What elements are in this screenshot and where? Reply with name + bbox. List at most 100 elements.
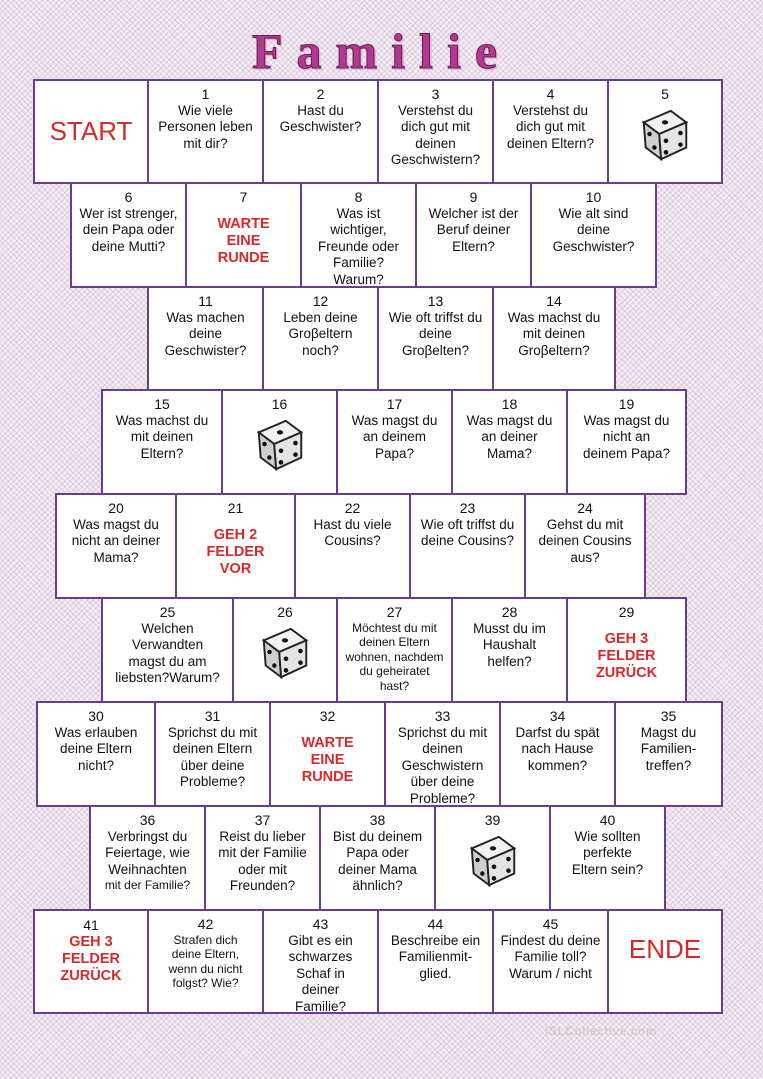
field-11: 11 Was machen deine Geschwister?: [147, 286, 264, 391]
field-25: 25 Welchen Verwandten magst du am liebst…: [101, 597, 234, 703]
field-question: Verbringst du Feiertage, wie Weihnachten: [105, 828, 190, 877]
field-13: 13 Wie oft triffst du deine Groβelten?: [377, 286, 494, 391]
end-field: ENDE: [607, 909, 723, 1014]
field-question: Was machst du mit deinen Groβeltern?: [507, 309, 601, 358]
field-10: 10 Wie alt sind deine Geschwister?: [530, 182, 657, 288]
field-1: 1 Wie viele Personen leben mit dir?: [147, 79, 264, 184]
start-label: START: [49, 116, 133, 147]
field-26: 26: [232, 597, 338, 703]
field-42: 42 Strafen dich deine Eltern, wenn du ni…: [147, 909, 264, 1014]
field-21: 21 GEH 2 FELDER VOR: [175, 493, 296, 599]
field-number: 25: [159, 604, 176, 620]
field-number: 10: [585, 189, 602, 205]
field-number: 27: [386, 604, 403, 620]
field-number: 13: [427, 293, 444, 309]
field-27: 27 Möchtest du mit deinen Eltern wohnen,…: [336, 597, 453, 703]
field-action: GEH 3 FELDER ZURÜCK: [595, 630, 658, 681]
field-number: 30: [88, 708, 104, 724]
field-number: 43: [312, 916, 329, 932]
field-number: 19: [618, 396, 635, 412]
field-8: 8 Was ist wichtiger, Freunde oder Famili…: [300, 182, 417, 288]
field-number: 26: [277, 604, 293, 620]
field-question: Beschreibe ein Familienmit-glied.: [390, 932, 481, 981]
field-number: 15: [154, 396, 170, 412]
field-number: 35: [660, 708, 677, 724]
field-number: 2: [316, 86, 325, 102]
field-number: 1: [201, 86, 210, 102]
field-24: 24 Gehst du mit deinen Cousins aus?: [524, 493, 646, 599]
field-action: WARTE EINE RUNDE: [301, 734, 354, 785]
field-question: Was ist wichtiger, Freunde oder Familie?…: [317, 205, 400, 287]
field-32: 32 WARTE EINE RUNDE: [269, 701, 386, 807]
field-number: 5: [661, 86, 669, 102]
field-action: GEH 2 FELDER VOR: [206, 526, 265, 577]
field-number: 3: [431, 86, 440, 102]
field-number: 20: [108, 500, 124, 516]
field-question: Wie oft triffst du deine Groβelten?: [388, 309, 483, 358]
field-number: 22: [344, 500, 361, 516]
field-number: 12: [312, 293, 329, 309]
field-35: 35 Magst du Familien-treffen?: [614, 701, 723, 807]
field-28: 28 Musst du im Haushalt helfen?: [451, 597, 568, 703]
field-question: Darfst du spät nach Hause kommen?: [515, 724, 600, 773]
field-23: 23 Wie oft triffst du deine Cousins?: [409, 493, 526, 599]
field-question: Verstehst du dich gut mit deinen Geschwi…: [390, 102, 481, 168]
watermark: iSLCollective.com: [545, 1024, 657, 1038]
field-question: Was magst du nicht an deinem Papa?: [582, 412, 671, 461]
field-number: 32: [319, 708, 336, 724]
field-5: 5: [607, 79, 723, 184]
field-question: Welcher ist der Beruf deiner Eltern?: [428, 205, 519, 254]
field-40: 40 Wie sollten perfekte Eltern sein?: [549, 805, 666, 911]
field-34: 34 Darfst du spät nach Hause kommen?: [499, 701, 616, 807]
field-question: Reist du lieber mit der Familie oder mit…: [218, 828, 307, 894]
field-15: 15 Was machst du mit deinen Eltern?: [101, 389, 223, 495]
field-number: 31: [204, 708, 221, 724]
field-number: 18: [501, 396, 518, 412]
field-question: Was machst du mit deinen Eltern?: [115, 412, 209, 461]
field-question: Gibt es ein schwarzes Schaf in deiner Fa…: [288, 932, 353, 1014]
field-number: 14: [546, 293, 562, 309]
field-question: Möchtest du mit deinen Eltern wohnen, na…: [345, 620, 444, 693]
field-29: 29 GEH 3 FELDER ZURÜCK: [566, 597, 687, 703]
field-2: 2 Hast du Geschwister?: [262, 79, 379, 184]
field-9: 9 Welcher ist der Beruf deiner Eltern?: [415, 182, 532, 288]
dice-icon: [641, 109, 689, 161]
field-number: 37: [254, 812, 271, 828]
field-question: Welchen Verwandten magst du am liebsten?…: [115, 620, 220, 686]
field-question-extra: mit der Familie?: [104, 878, 191, 892]
field-12: 12 Leben deine Groβeltern noch?: [262, 286, 379, 391]
field-action: GEH 3 FELDER ZURÜCK: [60, 933, 122, 984]
field-44: 44 Beschreibe ein Familienmit-glied.: [377, 909, 494, 1014]
field-number: 7: [239, 189, 248, 205]
field-45: 45 Findest du deine Familie toll? Warum …: [492, 909, 609, 1014]
field-number: 44: [427, 916, 444, 932]
field-number: 24: [577, 500, 593, 516]
end-label: ENDE: [628, 934, 702, 965]
field-17: 17 Was magst du an deinem Papa?: [336, 389, 453, 495]
field-41: 41 GEH 3 FELDER ZURÜCK: [33, 909, 149, 1014]
field-number: 38: [369, 812, 386, 828]
field-question: Leben deine Groβeltern noch?: [283, 309, 358, 358]
field-question: Sprichst du mit deinen Geschwistern über…: [397, 724, 488, 806]
field-number: 29: [618, 604, 635, 620]
field-number: 41: [83, 917, 99, 933]
field-36: 36 Verbringst du Feiertage, wie Weihnach…: [89, 805, 206, 911]
field-question: Magst du Familien-treffen?: [640, 724, 697, 773]
field-question: Was magst du nicht an deiner Mama?: [71, 516, 161, 565]
field-4: 4 Verstehst du dich gut mit deinen Elter…: [492, 79, 609, 184]
field-question: Wer ist strenger, dein Papa oder deine M…: [79, 205, 178, 254]
field-question: Wie alt sind deine Geschwister?: [552, 205, 635, 254]
field-question: Musst du im Haushalt helfen?: [473, 620, 546, 669]
field-number: 11: [198, 293, 213, 309]
field-31: 31 Sprichst du mit deinen Eltern über de…: [154, 701, 271, 807]
field-question: Wie sollten perfekte Eltern sein?: [571, 828, 644, 877]
field-number: 4: [546, 86, 555, 102]
field-number: 39: [484, 812, 501, 828]
field-question: Bist du deinem Papa oder deiner Mama ähn…: [332, 828, 423, 894]
dice-icon: [256, 419, 303, 471]
field-number: 42: [197, 916, 214, 932]
field-number: 36: [139, 812, 156, 828]
field-question: Hast du Geschwister?: [279, 102, 362, 135]
field-question: Findest du deine Familie toll? Warum / n…: [500, 932, 601, 981]
field-19: 19 Was magst du nicht an deinem Papa?: [566, 389, 687, 495]
